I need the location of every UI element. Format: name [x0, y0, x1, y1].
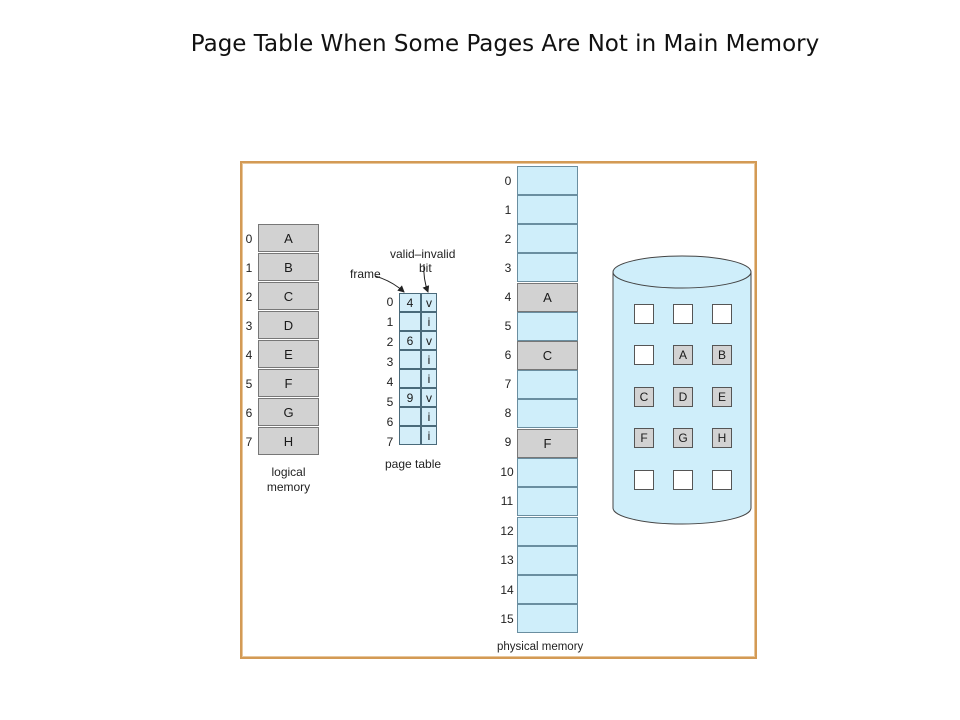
frame-index: 15 — [500, 612, 514, 626]
valid-invalid-bit: i — [421, 312, 437, 331]
valid-invalid-bit: i — [421, 407, 437, 426]
valid-invalid-bit: v — [421, 388, 437, 407]
frame-index: 10 — [500, 465, 514, 479]
frame-index: 14 — [500, 583, 514, 597]
page-table-index: 6 — [386, 415, 394, 429]
frame-index: 13 — [500, 553, 514, 567]
frame-index: 6 — [504, 348, 512, 362]
frame-index: 1 — [504, 203, 512, 217]
disk-slot — [673, 304, 693, 324]
valid-invalid-label: valid–invalid — [390, 247, 456, 261]
page-table-frame: 9 — [399, 388, 421, 407]
page-table-frame: 4 — [399, 293, 421, 312]
logical-page: C — [258, 282, 319, 310]
disk-slot — [673, 470, 693, 490]
disk-slot: D — [673, 387, 693, 407]
memory-frame — [517, 166, 578, 195]
memory-frame: C — [517, 341, 578, 370]
disk-slot: A — [673, 345, 693, 365]
frame-index: 5 — [504, 319, 512, 333]
valid-invalid-bit: i — [421, 426, 437, 445]
memory-frame: F — [517, 429, 578, 458]
memory-frame — [517, 224, 578, 253]
page-table-frame — [399, 350, 421, 369]
logical-index: 0 — [245, 232, 253, 246]
logical-index: 7 — [245, 435, 253, 449]
disk-slot — [634, 304, 654, 324]
logical-page: E — [258, 340, 319, 368]
page-table-index: 3 — [386, 355, 394, 369]
valid-invalid-bit: i — [421, 350, 437, 369]
memory-frame — [517, 195, 578, 224]
valid-invalid-bit: v — [421, 331, 437, 350]
page-table-index: 7 — [386, 435, 394, 449]
memory-frame — [517, 312, 578, 341]
frame-index: 12 — [500, 524, 514, 538]
logical-page: B — [258, 253, 319, 281]
disk-slot: E — [712, 387, 732, 407]
memory-frame — [517, 370, 578, 399]
memory-frame — [517, 575, 578, 604]
disk-slot: B — [712, 345, 732, 365]
memory-frame — [517, 487, 578, 516]
page-table-label: page table — [385, 457, 442, 471]
frame-index: 7 — [504, 377, 512, 391]
logical-memory-label: memory — [266, 480, 311, 494]
logical-index: 5 — [245, 377, 253, 391]
frame-index: 0 — [504, 174, 512, 188]
memory-frame — [517, 458, 578, 487]
logical-index: 4 — [245, 348, 253, 362]
logical-page: D — [258, 311, 319, 339]
disk-slot: G — [673, 428, 693, 448]
memory-frame — [517, 604, 578, 633]
memory-frame — [517, 399, 578, 428]
logical-page: F — [258, 369, 319, 397]
logical-index: 6 — [245, 406, 253, 420]
valid-invalid-bit: v — [421, 293, 437, 312]
logical-index: 1 — [245, 261, 253, 275]
frame-index: 8 — [504, 406, 512, 420]
frame-label: frame — [350, 267, 381, 281]
frame-index: 11 — [500, 494, 514, 508]
logical-page: H — [258, 427, 319, 455]
page-table-frame — [399, 407, 421, 426]
disk-slot — [712, 470, 732, 490]
page-table-frame: 6 — [399, 331, 421, 350]
disk-slot — [712, 304, 732, 324]
memory-frame: A — [517, 283, 578, 312]
logical-page: G — [258, 398, 319, 426]
valid-invalid-bit: i — [421, 369, 437, 388]
logical-memory-label: logical — [271, 465, 306, 479]
page-table-index: 5 — [386, 395, 394, 409]
logical-page: A — [258, 224, 319, 252]
page-table-index: 4 — [386, 375, 394, 389]
disk-slot — [634, 345, 654, 365]
frame-index: 4 — [504, 290, 512, 304]
frame-arrow — [374, 275, 405, 293]
page-table-frame — [399, 312, 421, 331]
memory-frame — [517, 517, 578, 546]
frame-index: 3 — [504, 261, 512, 275]
frame-index: 9 — [504, 435, 512, 449]
disk-slot — [634, 470, 654, 490]
memory-frame — [517, 253, 578, 282]
page-table-frame — [399, 426, 421, 445]
physical-memory-label: physical memory — [497, 641, 584, 653]
valid-invalid-label: bit — [419, 261, 432, 275]
logical-index: 2 — [245, 290, 253, 304]
valid-invalid-arrow — [422, 263, 430, 293]
frame-index: 2 — [504, 232, 512, 246]
disk-slot: C — [634, 387, 654, 407]
page-table-frame — [399, 369, 421, 388]
logical-index: 3 — [245, 319, 253, 333]
page-table-index: 2 — [386, 335, 394, 349]
page-table-index: 0 — [386, 295, 394, 309]
slide-title: Page Table When Some Pages Are Not in Ma… — [190, 31, 820, 57]
disk-slot: H — [712, 428, 732, 448]
memory-frame — [517, 546, 578, 575]
page-table-index: 1 — [386, 315, 394, 329]
disk-slot: F — [634, 428, 654, 448]
